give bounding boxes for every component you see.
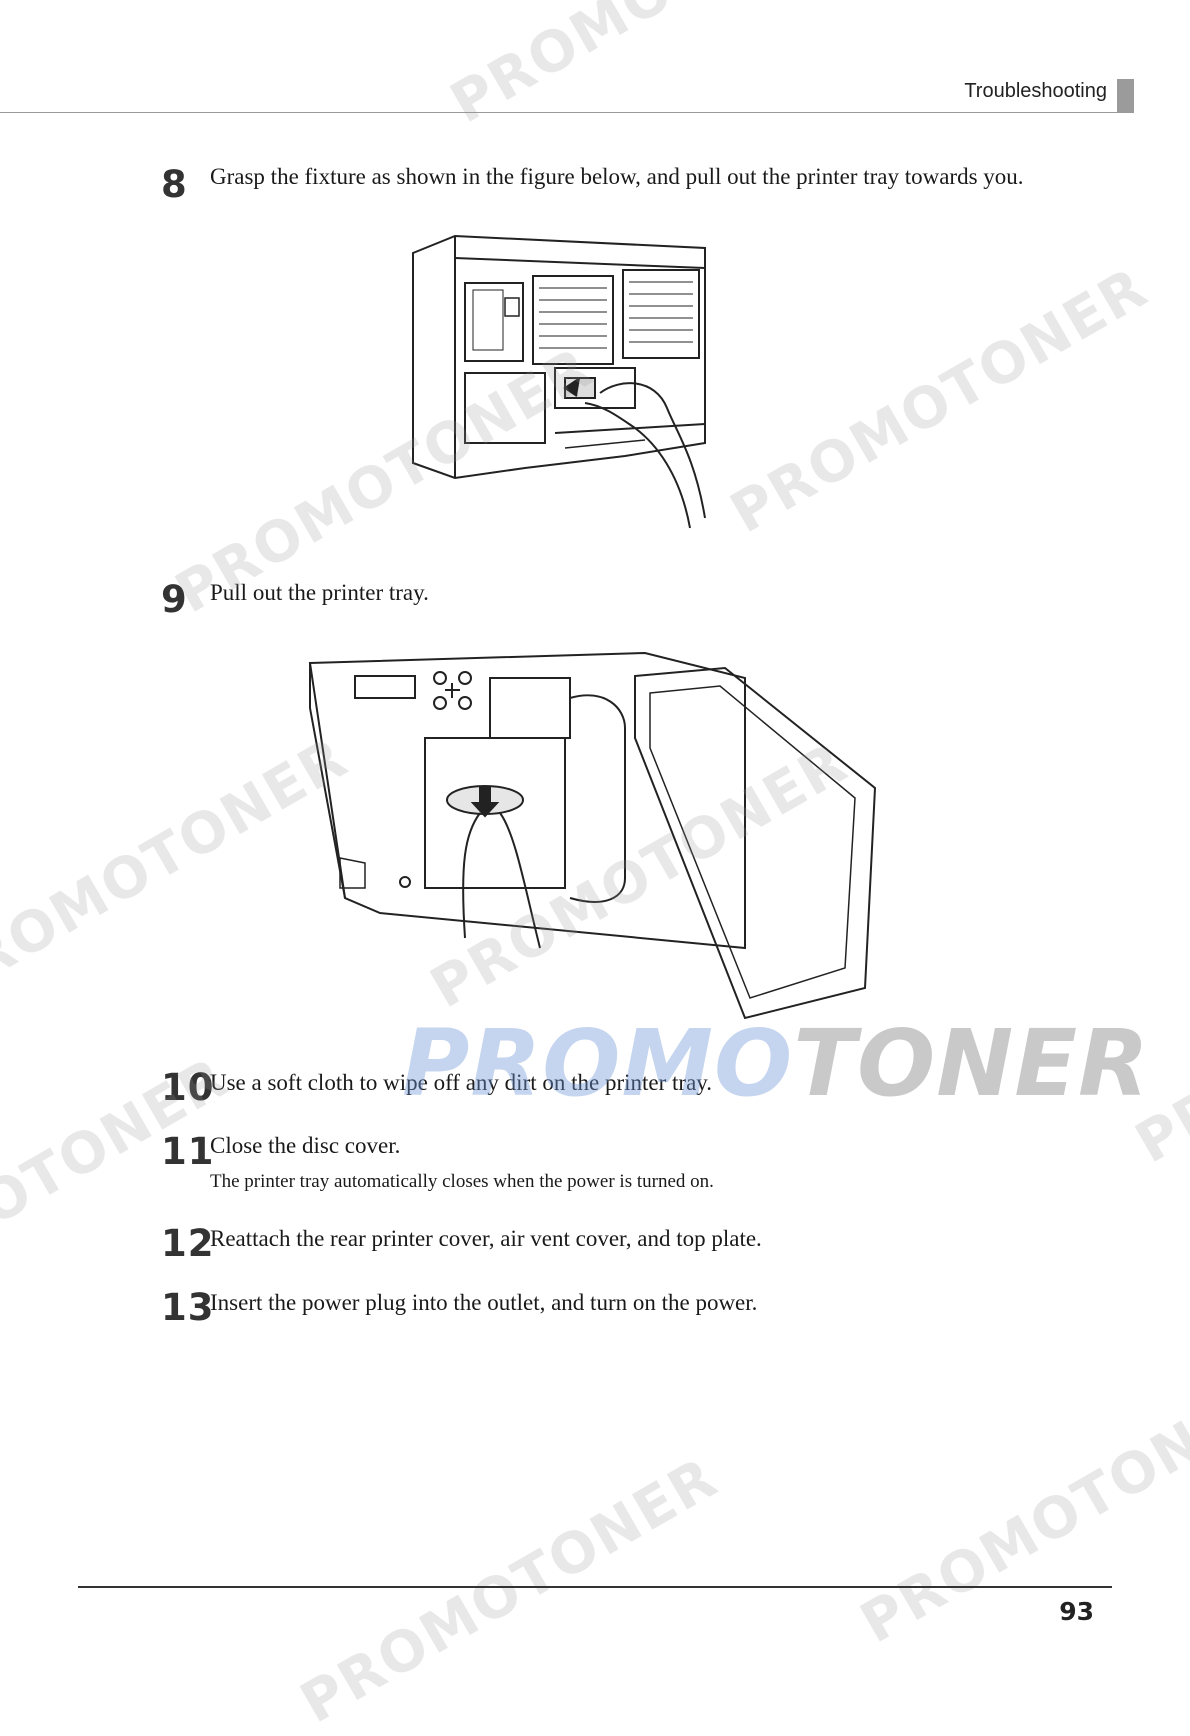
step-text-12: Reattach the rear printer cover, air ven… — [210, 1226, 762, 1251]
step-number-11: 11 — [161, 1130, 215, 1173]
watermark: PROMOTONER — [1125, 885, 1190, 1177]
step-text-11: Close the disc cover. — [210, 1133, 401, 1158]
step-number-8: 8 — [161, 163, 188, 206]
footer-divider — [78, 1586, 1112, 1588]
watermark: PROMOTONER — [720, 255, 1159, 547]
watermark: PROMOTONER — [290, 1445, 729, 1736]
figure-front-printer-tray — [305, 648, 895, 1028]
step-number-13: 13 — [161, 1286, 215, 1329]
step-text-8: Grasp the fixture as shown in the figure… — [210, 164, 1024, 189]
step-number-10: 10 — [161, 1066, 215, 1109]
figure-rear-printer-tray — [405, 228, 785, 538]
step-number-9: 9 — [161, 578, 188, 621]
step-number-12: 12 — [161, 1222, 215, 1265]
section-tab-marker — [1117, 79, 1134, 112]
step-text-10: Use a soft cloth to wipe off any dirt on… — [210, 1070, 713, 1095]
watermark: PROMOTONER — [850, 1365, 1190, 1657]
step-note-11: The printer tray automatically closes wh… — [210, 1171, 714, 1192]
section-title: Troubleshooting — [964, 80, 1107, 102]
step-text-9: Pull out the printer tray. — [210, 580, 429, 605]
page-number: 93 — [1059, 1597, 1094, 1626]
step-text-13: Insert the power plug into the outlet, a… — [210, 1290, 758, 1315]
header-divider — [0, 112, 1134, 113]
watermark: PROMOTONER — [440, 0, 879, 136]
